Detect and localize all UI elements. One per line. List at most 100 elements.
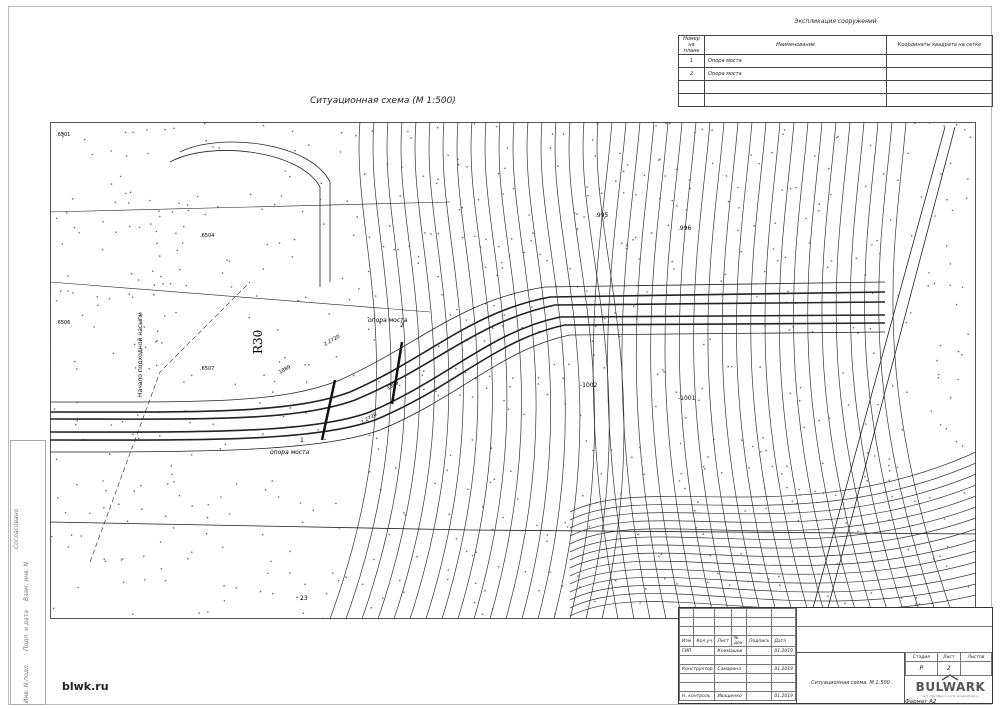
survey-point xyxy=(449,454,452,457)
survey-point xyxy=(371,130,374,132)
survey-point xyxy=(945,245,948,247)
survey-point xyxy=(136,414,139,416)
survey-point xyxy=(128,293,131,295)
survey-point xyxy=(394,467,397,469)
sheet-header: Лист xyxy=(936,652,961,662)
survey-point xyxy=(55,300,58,302)
survey-point xyxy=(936,359,938,362)
survey-point xyxy=(874,455,876,457)
survey-point xyxy=(965,197,968,200)
survey-point xyxy=(235,483,238,485)
survey-point xyxy=(663,371,665,373)
survey-point xyxy=(403,591,405,593)
survey-point xyxy=(368,471,371,473)
survey-point xyxy=(262,124,265,127)
contour-line xyxy=(569,572,976,601)
sheets-value xyxy=(959,661,993,676)
survey-point xyxy=(671,199,673,202)
survey-point xyxy=(60,290,62,292)
survey-point xyxy=(906,391,908,394)
survey-point xyxy=(604,317,606,320)
survey-point xyxy=(531,306,533,308)
survey-point xyxy=(564,522,567,524)
survey-point xyxy=(490,447,493,449)
survey-point xyxy=(473,123,476,125)
survey-point xyxy=(289,407,292,409)
label-mark-8: .6501 xyxy=(56,132,70,138)
survey-point xyxy=(750,154,752,156)
survey-point xyxy=(304,364,306,366)
survey-point xyxy=(503,314,506,316)
survey-point xyxy=(158,210,160,212)
survey-point xyxy=(455,367,457,370)
survey-point xyxy=(446,469,448,472)
contour-line xyxy=(569,473,976,529)
survey-point xyxy=(103,558,106,560)
survey-point xyxy=(814,490,816,493)
survey-point xyxy=(946,198,948,201)
survey-point xyxy=(75,423,77,426)
survey-point xyxy=(724,273,727,276)
row-coords xyxy=(886,67,993,81)
survey-point xyxy=(370,607,373,609)
paper-format: Формат А2 xyxy=(905,699,937,705)
contour-line xyxy=(425,122,464,619)
contour-line xyxy=(569,539,976,577)
survey-point xyxy=(794,186,797,189)
approval-stamp: Согласовано Взам. инв. N Подп. и дата Ин… xyxy=(10,440,46,705)
survey-point xyxy=(217,206,219,208)
label-mark-3: .995 xyxy=(595,212,609,219)
survey-point xyxy=(634,236,637,239)
survey-point xyxy=(164,579,167,582)
survey-point xyxy=(501,267,504,269)
survey-point xyxy=(146,129,148,131)
survey-point xyxy=(646,291,648,293)
survey-point xyxy=(969,136,972,138)
survey-point xyxy=(569,268,571,270)
survey-point xyxy=(159,541,162,543)
survey-point xyxy=(758,162,760,165)
survey-point xyxy=(459,394,462,396)
survey-point xyxy=(127,202,130,204)
plan-frame xyxy=(50,122,976,619)
survey-point xyxy=(549,571,551,574)
survey-point xyxy=(332,572,334,574)
survey-point xyxy=(498,245,500,248)
survey-point xyxy=(367,316,370,319)
survey-point xyxy=(927,285,929,287)
survey-point xyxy=(355,134,357,137)
survey-point xyxy=(160,275,162,278)
survey-point xyxy=(322,223,325,225)
survey-point xyxy=(76,419,79,422)
survey-point xyxy=(424,232,426,234)
contour-line xyxy=(569,495,976,545)
survey-point xyxy=(156,330,159,332)
survey-point xyxy=(156,364,158,367)
survey-point xyxy=(448,513,451,515)
survey-point xyxy=(637,533,639,536)
survey-point xyxy=(475,551,478,554)
survey-point xyxy=(537,383,540,385)
label-num-23: 23 xyxy=(300,595,308,602)
label-mark-1: -1002 xyxy=(580,382,598,389)
survey-point xyxy=(340,131,343,134)
survey-point xyxy=(594,600,596,603)
survey-point xyxy=(546,259,548,262)
survey-point xyxy=(928,272,930,274)
survey-point xyxy=(660,553,663,555)
survey-point xyxy=(658,555,660,558)
survey-point xyxy=(457,164,460,166)
tb-header: № док xyxy=(730,635,748,647)
survey-point xyxy=(798,399,801,402)
survey-point xyxy=(201,122,204,124)
survey-point xyxy=(277,496,280,498)
survey-point xyxy=(101,248,104,251)
survey-point xyxy=(897,179,899,182)
survey-point xyxy=(81,314,84,317)
survey-point xyxy=(132,131,134,134)
survey-point xyxy=(869,327,872,330)
survey-point xyxy=(760,450,762,453)
survey-point xyxy=(907,152,909,155)
survey-point xyxy=(249,193,252,196)
survey-point xyxy=(675,391,678,394)
